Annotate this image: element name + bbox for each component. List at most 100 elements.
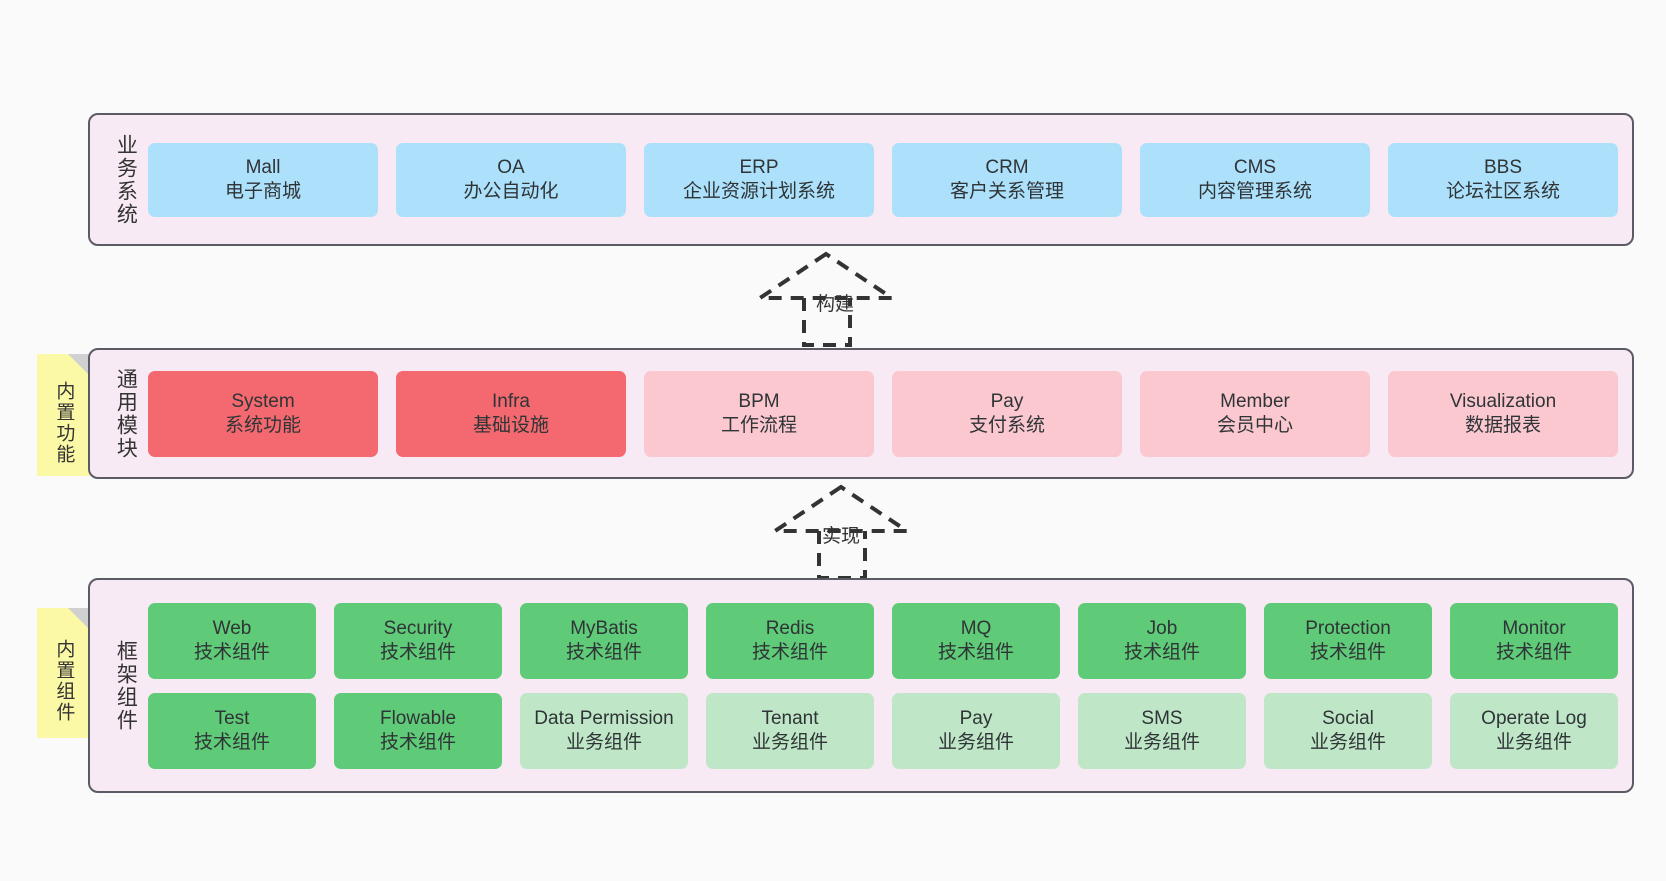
sticky-note-builtin-function-label: 内置功能 bbox=[53, 381, 75, 465]
layer-body-business: Mall 电子商城 OA 办公自动化 ERP 企业资源计划系统 CRM 客户关系… bbox=[148, 115, 1632, 244]
card-pay-module-en: Pay bbox=[990, 391, 1024, 413]
card-pay-component-en: Pay bbox=[959, 708, 993, 730]
card-pay-module-cn: 支付系统 bbox=[968, 414, 1045, 436]
card-row-framework-technical: Web 技术组件 Security 技术组件 MyBatis 技术组件 Redi… bbox=[148, 602, 1618, 679]
card-tenant-en: Tenant bbox=[761, 708, 819, 730]
connector-implement-label: 实现 bbox=[822, 526, 861, 547]
card-sms-en: SMS bbox=[1141, 708, 1183, 730]
layer-title-business: 业务系统 bbox=[114, 133, 138, 226]
card-mq[interactable]: MQ 技术组件 bbox=[892, 602, 1060, 679]
card-erp-en: ERP bbox=[739, 157, 779, 179]
card-system-en: System bbox=[231, 391, 295, 413]
layer-common-module: 通用模块 System 系统功能 Infra 基础设施 BPM 工作流程 Pay… bbox=[88, 348, 1634, 479]
sticky-fold-icon bbox=[68, 608, 90, 630]
card-protection-en: Protection bbox=[1305, 618, 1391, 640]
card-member[interactable]: Member 会员中心 bbox=[1140, 370, 1370, 457]
card-web[interactable]: Web 技术组件 bbox=[148, 602, 316, 679]
card-data-permission-cn: 业务组件 bbox=[565, 731, 642, 753]
card-visualization-cn: 数据报表 bbox=[1464, 414, 1541, 436]
card-tenant-cn: 业务组件 bbox=[751, 731, 828, 753]
card-mybatis[interactable]: MyBatis 技术组件 bbox=[520, 602, 688, 679]
sticky-note-builtin-component: 内置组件 bbox=[37, 608, 90, 738]
card-job-cn: 技术组件 bbox=[1123, 641, 1200, 663]
card-row-business: Mall 电子商城 OA 办公自动化 ERP 企业资源计划系统 CRM 客户关系… bbox=[148, 142, 1618, 217]
card-web-cn: 技术组件 bbox=[193, 641, 270, 663]
card-operate-log[interactable]: Operate Log 业务组件 bbox=[1450, 692, 1618, 769]
card-visualization[interactable]: Visualization 数据报表 bbox=[1388, 370, 1618, 457]
card-sms[interactable]: SMS 业务组件 bbox=[1078, 692, 1246, 769]
layer-framework-component: 框架组件 Web 技术组件 Security 技术组件 MyBatis 技术组件… bbox=[88, 578, 1634, 793]
card-pay-component[interactable]: Pay 业务组件 bbox=[892, 692, 1060, 769]
card-flowable[interactable]: Flowable 技术组件 bbox=[334, 692, 502, 769]
card-protection[interactable]: Protection 技术组件 bbox=[1264, 602, 1432, 679]
card-infra-en: Infra bbox=[491, 391, 531, 413]
card-security-cn: 技术组件 bbox=[379, 641, 456, 663]
card-crm[interactable]: CRM 客户关系管理 bbox=[892, 142, 1122, 217]
card-test-en: Test bbox=[214, 708, 250, 730]
card-monitor[interactable]: Monitor 技术组件 bbox=[1450, 602, 1618, 679]
card-monitor-cn: 技术组件 bbox=[1495, 641, 1572, 663]
card-crm-cn: 客户关系管理 bbox=[949, 180, 1064, 202]
card-oa-en: OA bbox=[497, 157, 525, 179]
card-cms-en: CMS bbox=[1233, 157, 1277, 179]
card-mybatis-en: MyBatis bbox=[570, 618, 638, 640]
card-operate-log-en: Operate Log bbox=[1481, 708, 1587, 730]
layer-title-framework: 框架组件 bbox=[114, 639, 138, 732]
card-visualization-en: Visualization bbox=[1449, 391, 1557, 413]
sticky-note-builtin-component-label: 内置组件 bbox=[53, 639, 75, 723]
card-mybatis-cn: 技术组件 bbox=[565, 641, 642, 663]
card-cms-cn: 内容管理系统 bbox=[1197, 180, 1312, 202]
card-data-permission-en: Data Permission bbox=[534, 708, 674, 730]
card-tenant[interactable]: Tenant 业务组件 bbox=[706, 692, 874, 769]
card-redis[interactable]: Redis 技术组件 bbox=[706, 602, 874, 679]
card-cms[interactable]: CMS 内容管理系统 bbox=[1140, 142, 1370, 217]
card-row-framework-business: Test 技术组件 Flowable 技术组件 Data Permission … bbox=[148, 692, 1618, 769]
card-member-cn: 会员中心 bbox=[1216, 414, 1293, 436]
card-security[interactable]: Security 技术组件 bbox=[334, 602, 502, 679]
card-pay-module[interactable]: Pay 支付系统 bbox=[892, 370, 1122, 457]
card-social-en: Social bbox=[1322, 708, 1374, 730]
layer-business-system: 业务系统 Mall 电子商城 OA 办公自动化 ERP 企业资源计划系统 CRM… bbox=[88, 113, 1634, 246]
card-job-en: Job bbox=[1146, 618, 1178, 640]
card-system-cn: 系统功能 bbox=[224, 414, 301, 436]
card-pay-component-cn: 业务组件 bbox=[937, 731, 1014, 753]
card-erp[interactable]: ERP 企业资源计划系统 bbox=[644, 142, 874, 217]
card-bbs-cn: 论坛社区系统 bbox=[1445, 180, 1560, 202]
card-flowable-cn: 技术组件 bbox=[379, 731, 456, 753]
card-bbs-en: BBS bbox=[1483, 157, 1523, 179]
card-social-cn: 业务组件 bbox=[1309, 731, 1386, 753]
card-data-permission[interactable]: Data Permission 业务组件 bbox=[520, 692, 688, 769]
card-flowable-en: Flowable bbox=[379, 708, 457, 730]
card-oa[interactable]: OA 办公自动化 bbox=[396, 142, 626, 217]
card-monitor-en: Monitor bbox=[1502, 618, 1566, 640]
card-bpm-en: BPM bbox=[738, 391, 780, 413]
layer-title-common: 通用模块 bbox=[114, 367, 138, 460]
sticky-fold-icon bbox=[68, 354, 90, 376]
card-member-en: Member bbox=[1220, 391, 1290, 413]
card-oa-cn: 办公自动化 bbox=[463, 180, 559, 202]
card-redis-en: Redis bbox=[765, 618, 815, 640]
card-infra-cn: 基础设施 bbox=[472, 414, 549, 436]
card-bpm-cn: 工作流程 bbox=[720, 414, 797, 436]
card-social[interactable]: Social 业务组件 bbox=[1264, 692, 1432, 769]
card-mall-cn: 电子商城 bbox=[224, 180, 301, 202]
card-mall[interactable]: Mall 电子商城 bbox=[148, 142, 378, 217]
card-web-en: Web bbox=[212, 618, 252, 640]
card-security-en: Security bbox=[383, 618, 453, 640]
card-system[interactable]: System 系统功能 bbox=[148, 370, 378, 457]
card-protection-cn: 技术组件 bbox=[1309, 641, 1386, 663]
card-test[interactable]: Test 技术组件 bbox=[148, 692, 316, 769]
card-row-common: System 系统功能 Infra 基础设施 BPM 工作流程 Pay 支付系统… bbox=[148, 370, 1618, 457]
card-bbs[interactable]: BBS 论坛社区系统 bbox=[1388, 142, 1618, 217]
card-job[interactable]: Job 技术组件 bbox=[1078, 602, 1246, 679]
card-infra[interactable]: Infra 基础设施 bbox=[396, 370, 626, 457]
card-mq-en: MQ bbox=[960, 618, 992, 640]
card-redis-cn: 技术组件 bbox=[751, 641, 828, 663]
card-mall-en: Mall bbox=[245, 157, 281, 179]
card-bpm[interactable]: BPM 工作流程 bbox=[644, 370, 874, 457]
layer-body-common: System 系统功能 Infra 基础设施 BPM 工作流程 Pay 支付系统… bbox=[148, 350, 1632, 477]
card-crm-en: CRM bbox=[985, 157, 1029, 179]
card-test-cn: 技术组件 bbox=[193, 731, 270, 753]
card-mq-cn: 技术组件 bbox=[937, 641, 1014, 663]
